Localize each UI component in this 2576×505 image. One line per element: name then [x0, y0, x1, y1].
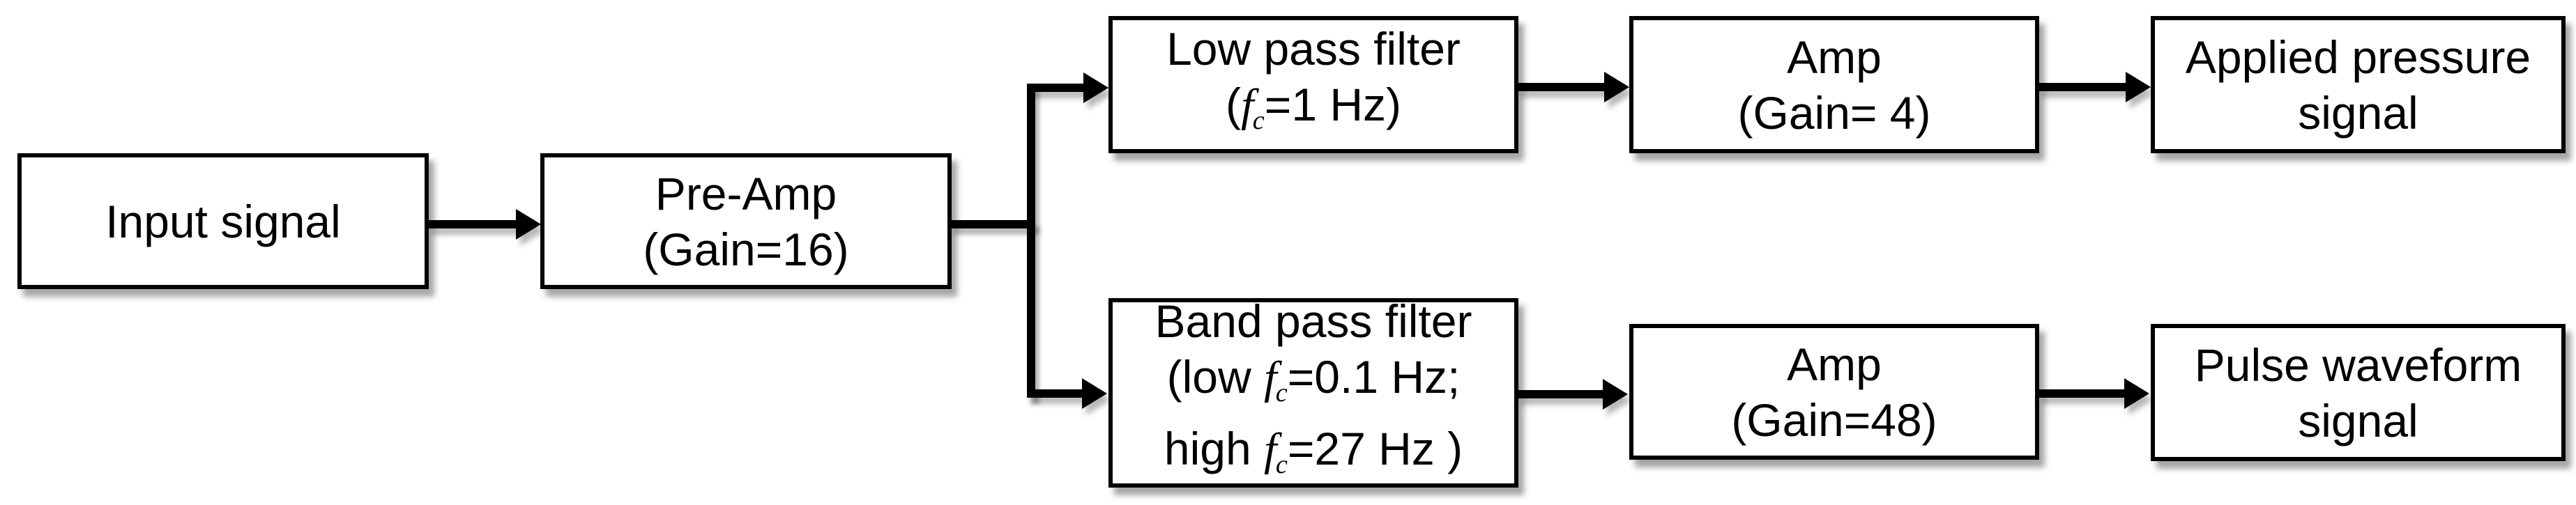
amp-top-box: Amp (Gain= 4)	[1629, 16, 2039, 153]
arrow-input-to-preamp	[427, 209, 541, 240]
box-subtitle: (Gain=48)	[1731, 394, 1937, 446]
box-label-line1: Pulse waveform	[2194, 339, 2522, 391]
amp-bottom-box: Amp (Gain=48)	[1629, 324, 2039, 460]
box-label-line2: signal	[2298, 394, 2418, 446]
arrow-shaft	[2038, 389, 2130, 398]
box-label: Input signal	[105, 195, 341, 247]
arrow-branch-to-bandpass	[1027, 378, 1107, 409]
arrow-shaft	[2038, 83, 2131, 91]
arrow-head-icon	[2124, 378, 2149, 409]
band-pass-filter-box: Band pass filter (low fc=0.1 Hz; high fc…	[1108, 295, 1518, 488]
arrow-head-icon	[1082, 378, 1107, 409]
pulse-waveform-signal-box: Pulse waveform signal	[2151, 324, 2566, 461]
arrow-shaft	[427, 220, 521, 228]
arrow-head-icon	[516, 209, 541, 240]
f-subscript: c	[1275, 450, 1288, 480]
pre-amp-box: Pre-Amp (Gain=16)	[540, 153, 952, 289]
box-title: Amp	[1787, 31, 1882, 83]
box-subtitle-line1: (low fc=0.1 Hz;	[1166, 350, 1461, 407]
arrow-amp-to-applied	[2038, 72, 2151, 102]
input-signal-box: Input signal	[17, 153, 429, 289]
arrow-head-icon	[2126, 72, 2151, 102]
f-subscript: c	[1275, 378, 1288, 407]
box-title: Amp	[1787, 338, 1882, 390]
box-title: Low pass filter	[1166, 22, 1461, 75]
box-subtitle: (fc=1 Hz)	[1225, 78, 1402, 136]
arrow-shaft	[1517, 83, 1610, 91]
box-subtitle: (Gain=16)	[643, 223, 849, 275]
f-subscript: c	[1252, 106, 1265, 136]
arrow-shaft	[1027, 84, 1089, 92]
arrow-head-icon	[1603, 379, 1628, 410]
arrow-shaft	[1517, 390, 1608, 398]
f-symbol: f	[1264, 424, 1277, 475]
box-title: Pre-Amp	[655, 167, 837, 219]
box-label-line1: Applied pressure	[2185, 31, 2531, 83]
arrow-head-icon	[1083, 72, 1108, 103]
arrow-bandpass-to-amp	[1517, 379, 1628, 410]
arrow-shaft	[1027, 389, 1088, 398]
f-symbol: f	[1240, 79, 1254, 131]
arrow-head-icon	[1604, 72, 1629, 102]
applied-pressure-signal-box: Applied pressure signal	[2151, 16, 2566, 153]
arrow-branch-to-lowpass	[1027, 72, 1108, 103]
f-symbol: f	[1263, 352, 1277, 403]
box-subtitle-line2: high fc=27 Hz )	[1164, 423, 1463, 480]
box-subtitle: (Gain= 4)	[1737, 86, 1931, 139]
arrow-amp-to-pulse	[2038, 378, 2149, 409]
branch-vertical-line	[1027, 84, 1035, 398]
arrow-lowpass-to-amp	[1517, 72, 1629, 102]
box-label-line2: signal	[2298, 86, 2418, 139]
line-preamp-to-branch	[950, 220, 1035, 228]
box-title: Band pass filter	[1154, 295, 1472, 347]
low-pass-filter-box: Low pass filter (fc=1 Hz)	[1108, 16, 1518, 153]
